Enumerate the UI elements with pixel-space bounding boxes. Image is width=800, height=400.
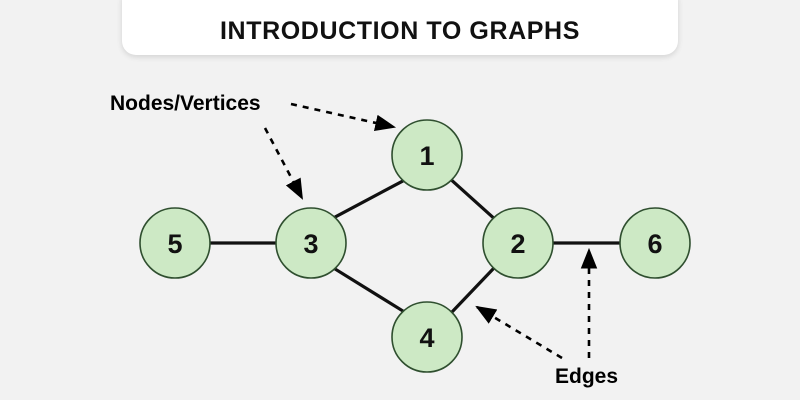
annotation-label-nodes-vertices: Nodes/Vertices	[110, 92, 261, 115]
edge-4-2	[450, 266, 496, 314]
node-label: 2	[510, 229, 525, 259]
title-card: INTRODUCTION TO GRAPHS	[122, 0, 678, 55]
graph-node-5[interactable]: 5	[139, 207, 211, 279]
graph-node-3[interactable]: 3	[275, 207, 347, 279]
edge-1-2	[450, 179, 495, 219]
annotation-arrow-to-node-3	[263, 127, 304, 200]
graph-node-2[interactable]: 2	[482, 207, 554, 279]
node-circle[interactable]	[391, 119, 463, 191]
graph-node-1[interactable]: 1	[391, 119, 463, 191]
node-label: 3	[303, 229, 318, 259]
node-circle[interactable]	[391, 301, 463, 373]
node-label: 5	[167, 229, 182, 259]
annotation-label-edges: Edges	[555, 365, 618, 388]
node-circle[interactable]	[275, 207, 347, 279]
node-label: 1	[419, 141, 434, 171]
node-circle[interactable]	[139, 207, 211, 279]
edge-3-4	[333, 267, 405, 313]
annotation-arrow-to-node-1	[290, 102, 397, 132]
annotation-arrow-to-edge-4-2	[475, 305, 563, 360]
node-label: 6	[647, 229, 662, 259]
graph-node-6[interactable]: 6	[619, 207, 691, 279]
edge-3-1	[334, 179, 404, 219]
node-circle[interactable]	[482, 207, 554, 279]
node-label: 4	[419, 323, 434, 353]
graph-node-4[interactable]: 4	[391, 301, 463, 373]
page-title: INTRODUCTION TO GRAPHS	[220, 17, 580, 45]
node-circle[interactable]	[619, 207, 691, 279]
graph-edges	[210, 179, 620, 314]
